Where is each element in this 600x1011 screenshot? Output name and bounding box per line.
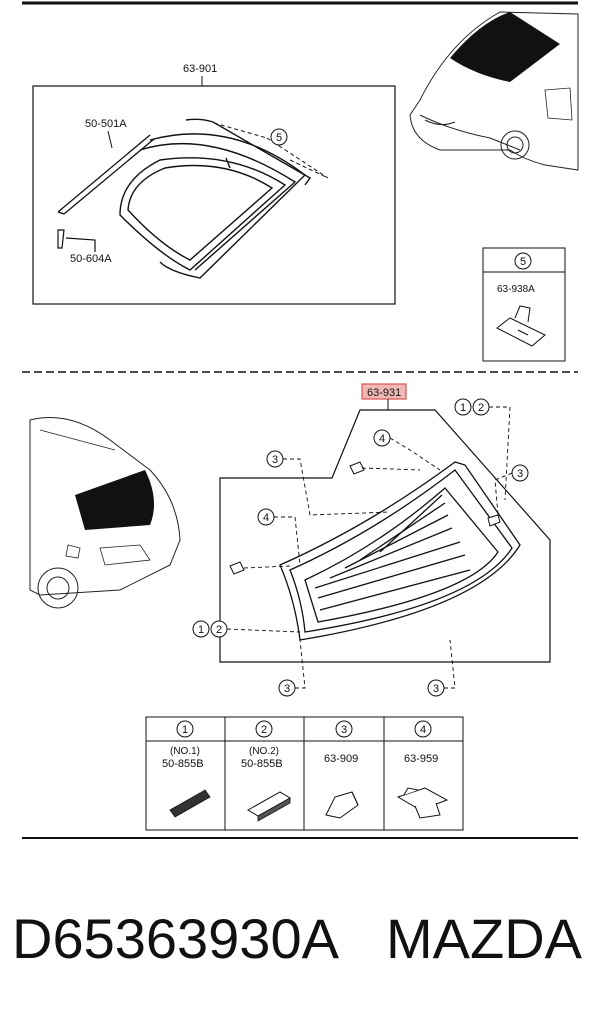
legend-table: 1 (NO.1) 50-855B 2 (NO.2) 50-855B 3 63-9…: [145, 716, 464, 831]
callout-3-right: 3: [511, 464, 529, 482]
legend-1-code: 50-855B: [162, 758, 204, 770]
callout-3-bottom-left: 3: [278, 679, 296, 697]
ref-box-5: [482, 247, 566, 362]
ref-box-5-number: 5: [520, 256, 526, 268]
svg-text:4: 4: [379, 433, 385, 445]
callout-3-bottom-right: 3: [427, 679, 445, 697]
svg-text:3: 3: [284, 683, 290, 695]
legend-2-sub: (NO.2): [249, 746, 279, 757]
callout-1-2-bottom: 1 2: [192, 620, 228, 638]
callout-4-top: 4: [373, 429, 391, 447]
svg-text:3: 3: [433, 683, 439, 695]
callout-1-2-top: 1 2: [454, 398, 490, 416]
legend-2-icon: [247, 791, 291, 822]
svg-text:1: 1: [460, 402, 466, 414]
windshield-assembly-label: 63-901: [183, 63, 217, 75]
rear-assembly-highlight: [361, 383, 407, 400]
car-front-illustration: [409, 11, 579, 171]
legend-2-number: 2: [261, 724, 267, 736]
svg-text:4: 4: [263, 512, 269, 524]
part-50-501a-label: 50-501A: [85, 118, 127, 130]
svg-text:3: 3: [272, 454, 278, 466]
legend-1-sub: (NO.1): [170, 746, 200, 757]
legend-1-number: 1: [182, 724, 188, 736]
windshield-box: [32, 85, 396, 305]
callout-4-left: 4: [257, 508, 275, 526]
legend-2-code: 50-855B: [241, 758, 283, 770]
rear-assembly-box: [219, 409, 551, 663]
svg-text:2: 2: [478, 402, 484, 414]
part-50-604a-label: 50-604A: [70, 253, 112, 265]
rear-glass: [279, 461, 521, 641]
brand-name: MAZDA: [386, 906, 582, 970]
part-caption: D65363930A MAZDA: [0, 898, 600, 978]
car-rear-illustration: [29, 417, 181, 609]
ref-box-5-code: 63-938A: [497, 284, 535, 295]
legend-4-icon: [396, 787, 449, 819]
legend-1-icon: [169, 789, 211, 818]
molding-50-501a: [57, 134, 155, 215]
callout-5-circle: [270, 128, 288, 146]
callout-5-number: 5: [276, 132, 282, 144]
clip-63-938a-icon: [496, 305, 546, 347]
windshield-glass: [119, 118, 312, 279]
legend-4-number: 4: [420, 724, 426, 736]
legend-4-code: 63-959: [404, 753, 438, 765]
legend-3-number: 3: [341, 724, 347, 736]
svg-text:2: 2: [216, 624, 222, 636]
svg-text:3: 3: [517, 468, 523, 480]
leader-lines: [226, 406, 513, 689]
part-number: D65363930A: [12, 906, 339, 970]
legend-3-icon: [325, 791, 359, 819]
clip-50-604a: [57, 229, 96, 252]
callout-3-left: 3: [266, 450, 284, 468]
legend-3-code: 63-909: [324, 753, 358, 765]
rear-assembly-label: 63-931: [367, 387, 401, 399]
svg-text:1: 1: [198, 624, 204, 636]
rear-glass-highlight: [75, 470, 154, 530]
windshield-highlight: [450, 12, 560, 82]
